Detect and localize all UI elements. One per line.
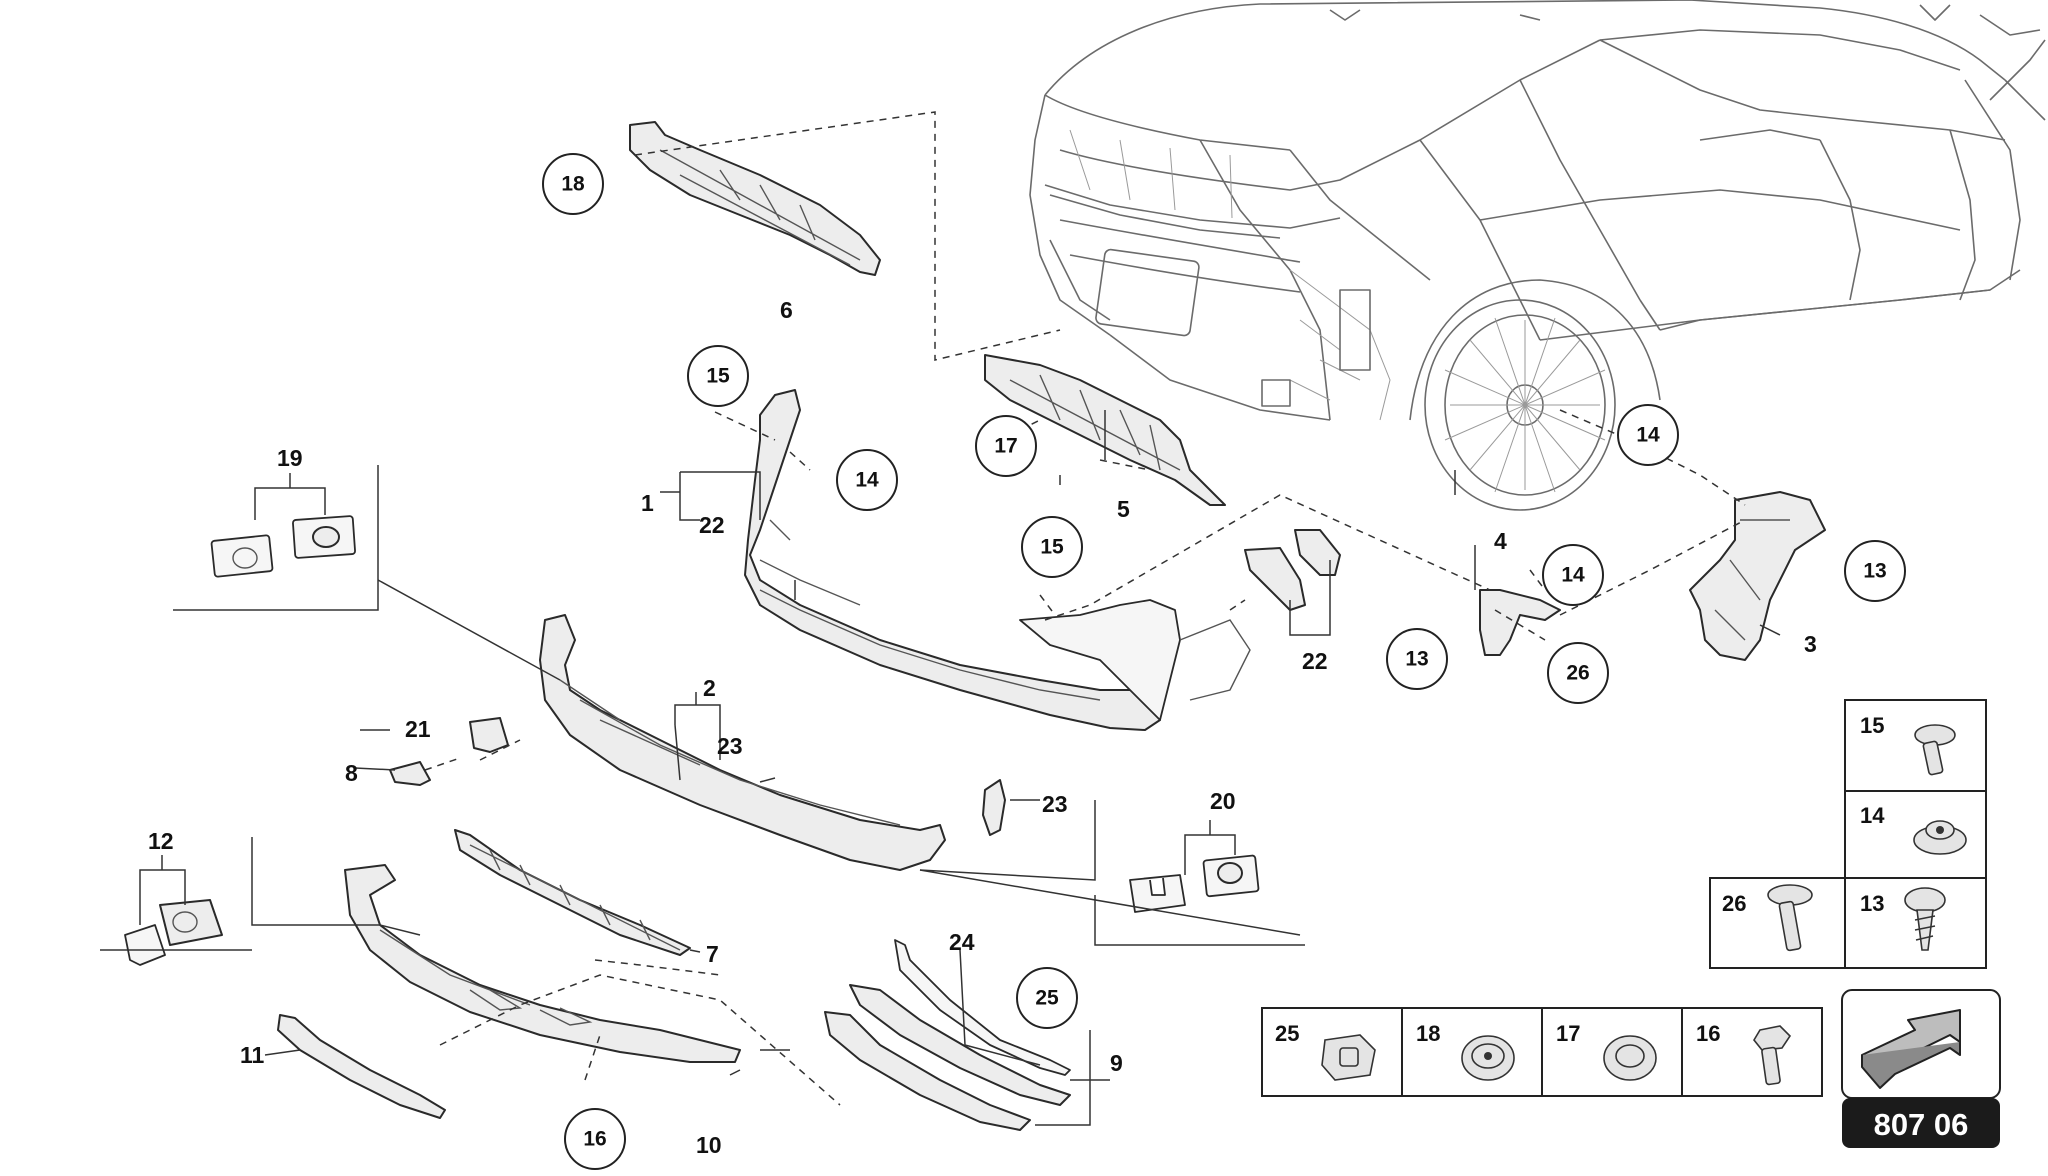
label-2: 2: [703, 675, 716, 701]
part-22-guides: [1244, 529, 1341, 611]
svg-text:14: 14: [1636, 424, 1660, 447]
push-rivet-icon: [1603, 1035, 1657, 1081]
fastener-cell-18[interactable]: 18: [1416, 1021, 1515, 1081]
callout-25[interactable]: 25: [1016, 967, 1078, 1029]
svg-text:18: 18: [1416, 1021, 1440, 1046]
part-labels: 6 5 19 1 22 4 22 3 2 23 21 8 23 20 12 7 …: [148, 297, 1817, 1158]
svg-text:26: 26: [1566, 662, 1589, 685]
label-11: 11: [240, 1042, 265, 1068]
part-1-bumper-cover: [744, 389, 1251, 731]
reference-code-bar: [1842, 1098, 2000, 1148]
label-22-mid: 22: [1302, 648, 1328, 674]
retainer-clip-icon: [1321, 1034, 1376, 1081]
part-12-covers: [124, 899, 223, 966]
label-5: 5: [1117, 496, 1130, 522]
label-7: 7: [706, 941, 719, 967]
svg-text:15: 15: [706, 365, 730, 388]
label-12: 12: [148, 828, 174, 854]
label-22-top: 22: [699, 512, 725, 538]
svg-text:13: 13: [1860, 891, 1884, 916]
callout-13-bracket[interactable]: 13: [1386, 628, 1448, 690]
label-24: 24: [949, 929, 975, 955]
callout-13-right[interactable]: 13: [1844, 540, 1906, 602]
svg-text:14: 14: [855, 469, 879, 492]
callout-26[interactable]: 26: [1547, 642, 1609, 704]
part-9-trims: [824, 984, 1071, 1131]
fastener-cell-15[interactable]: 15: [1860, 713, 1956, 776]
part-8-clip: [389, 761, 431, 786]
part-7-grille: [454, 829, 691, 956]
label-4: 4: [1494, 528, 1507, 554]
svg-text:14: 14: [1860, 803, 1885, 828]
label-23-right: 23: [1042, 791, 1068, 817]
part-19-covers: [210, 515, 356, 578]
label-6: 6: [780, 297, 793, 323]
svg-text:16: 16: [1696, 1021, 1720, 1046]
label-21: 21: [405, 716, 431, 742]
fastener-cell-26[interactable]: 26: [1722, 884, 1813, 952]
svg-text:13: 13: [1405, 648, 1428, 671]
svg-text:25: 25: [1275, 1021, 1299, 1046]
part-3-bracket: [1689, 491, 1826, 661]
reference-code: 807 06: [1874, 1107, 1969, 1142]
part-4-bracket: [1479, 589, 1561, 656]
screw-icon: [1904, 887, 1946, 951]
next-page-button[interactable]: 807 06: [1841, 989, 2001, 1148]
callout-15-top[interactable]: 15: [687, 345, 749, 407]
callout-17[interactable]: 17: [975, 415, 1037, 477]
label-19: 19: [277, 445, 303, 471]
label-1: 1: [641, 490, 654, 516]
part-24-trim: [894, 939, 1071, 1076]
part-23-trim: [982, 779, 1006, 836]
push-clip-icon: [1913, 820, 1967, 855]
next-arrow-icon: [1861, 1009, 1961, 1089]
svg-text:17: 17: [994, 435, 1017, 458]
fastener-cell-25[interactable]: 25: [1275, 1021, 1376, 1081]
hex-bolt-icon: [1753, 1025, 1792, 1086]
callout-15-mid[interactable]: 15: [1021, 516, 1083, 578]
part-20-covers: [1129, 854, 1260, 913]
torx-bolt-icon: [1914, 724, 1956, 776]
svg-text:15: 15: [1860, 713, 1884, 738]
fastener-cell-13[interactable]: 13: [1860, 887, 1946, 951]
svg-text:14: 14: [1561, 564, 1585, 587]
part-6-absorber: [629, 121, 881, 276]
callout-14-bracket[interactable]: 14: [1542, 544, 1604, 606]
label-3: 3: [1804, 631, 1817, 657]
flange-bolt-icon: [1767, 884, 1813, 952]
svg-text:17: 17: [1556, 1021, 1580, 1046]
leader-lines: [100, 111, 1781, 1126]
part-11-strip: [277, 1014, 446, 1119]
fastener-table-right: 15 14 26 13: [1709, 699, 1987, 969]
label-23-left: 23: [717, 733, 743, 759]
part-10-diffuser: [344, 864, 741, 1063]
label-20: 20: [1210, 788, 1236, 814]
label-8: 8: [345, 760, 358, 786]
svg-text:15: 15: [1040, 536, 1064, 559]
label-10: 10: [696, 1132, 722, 1158]
svg-text:16: 16: [583, 1128, 606, 1151]
callout-14-right[interactable]: 14: [1617, 404, 1679, 466]
svg-text:25: 25: [1035, 987, 1059, 1010]
part-2-lower-bumper: [539, 614, 946, 871]
vehicle-outline: [1029, 0, 2046, 511]
label-9: 9: [1110, 1050, 1123, 1076]
rivet-clip-icon: [1461, 1035, 1515, 1081]
fastener-cell-16[interactable]: 16: [1696, 1021, 1792, 1086]
svg-text:13: 13: [1863, 560, 1886, 583]
svg-text:18: 18: [561, 173, 585, 196]
fastener-cell-17[interactable]: 17: [1556, 1021, 1657, 1081]
part-21-cover: [469, 717, 509, 753]
callout-14-left[interactable]: 14: [836, 449, 898, 511]
fastener-cell-14[interactable]: 14: [1860, 803, 1967, 855]
callout-16[interactable]: 16: [564, 1108, 626, 1170]
svg-text:26: 26: [1722, 891, 1746, 916]
callout-18[interactable]: 18: [542, 153, 604, 215]
fastener-table-bottom: 25 18 17 16: [1261, 1007, 1823, 1097]
